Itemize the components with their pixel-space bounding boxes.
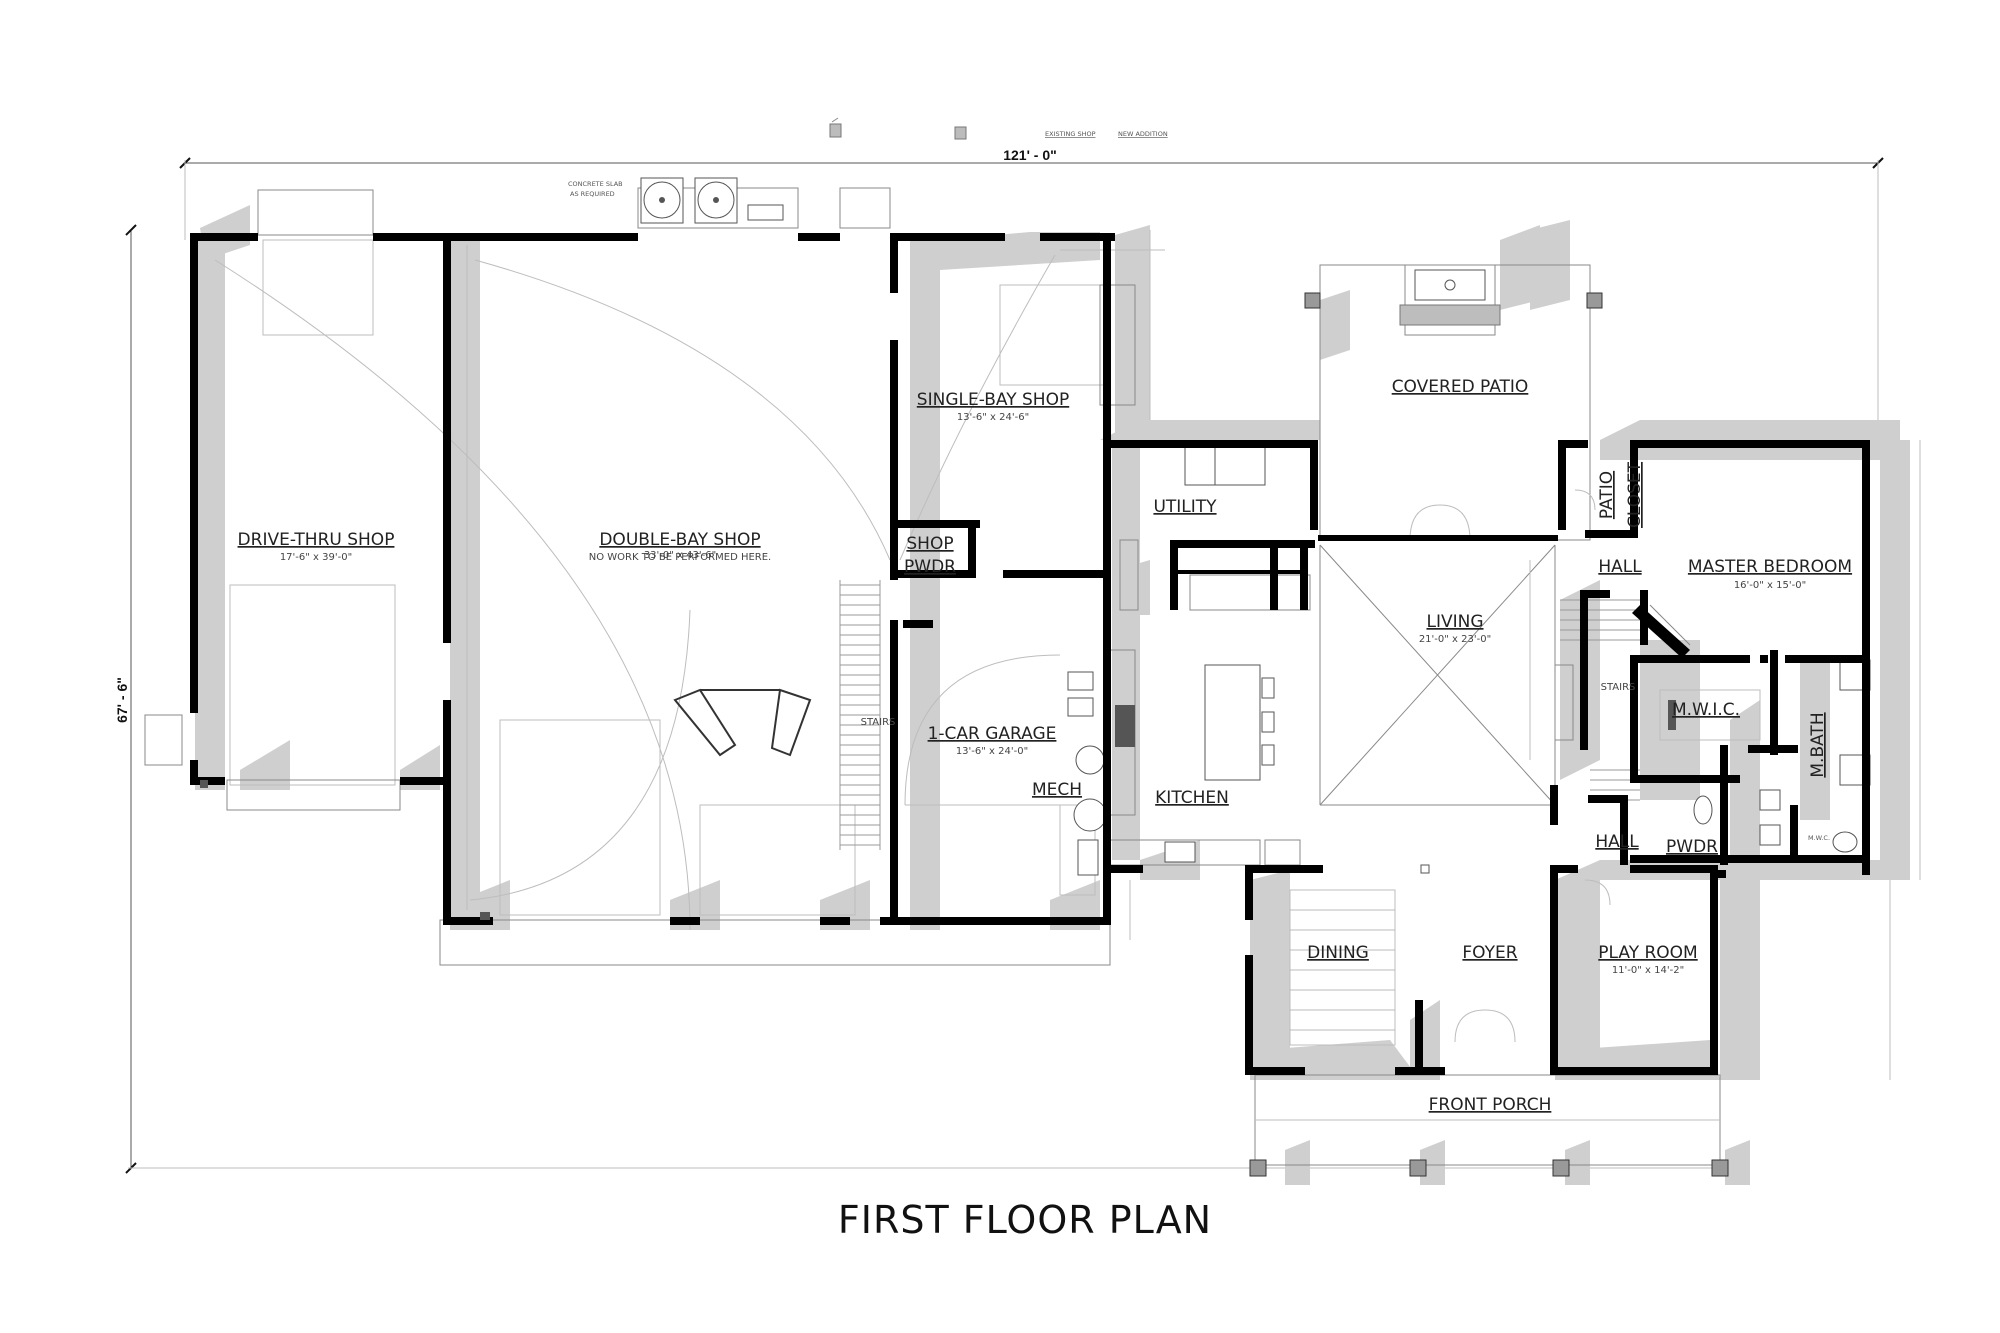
mwc-label: M.W.C. (1808, 834, 1830, 842)
patio-closet-label-2: CLOSET (1625, 461, 1645, 528)
living-label: LIVING (1426, 612, 1483, 632)
hall-upper-label: HALL (1598, 557, 1642, 577)
foyer-label: FOYER (1462, 943, 1517, 963)
no-work-note: NO WORK TO BE PERFORMED HERE. (589, 552, 771, 563)
thin-linework (144, 187, 1921, 1166)
single-bay-shop-label: SINGLE-BAY SHOP (917, 390, 1069, 410)
double-bay-shop-label: DOUBLE-BAY SHOP (599, 530, 760, 550)
room-labels: DRIVE-THRU SHOP 17'-6" x 39'-0" DOUBLE-B… (238, 377, 1853, 1115)
legend: EXISTING SHOP NEW ADDITION (829, 117, 1168, 140)
play-room-label: PLAY ROOM (1598, 943, 1697, 963)
living-size: 21'-0" x 23'-0" (1419, 634, 1491, 645)
shop-pwdr-label-1: SHOP (906, 534, 953, 554)
overall-width-dimension: 121' - 0" (179, 147, 1884, 440)
hvac-units: CONCRETE SLAB AS REQUIRED (568, 177, 784, 224)
concrete-slab-note-2: AS REQUIRED (570, 190, 615, 198)
master-bedroom-label: MASTER BEDROOM (1688, 557, 1852, 577)
covered-patio-label: COVERED PATIO (1392, 377, 1529, 397)
master-bedroom-size: 16'-0" x 15'-0" (1734, 580, 1806, 591)
utility-label: UTILITY (1153, 497, 1217, 517)
overall-width-text: 121' - 0" (1003, 147, 1057, 163)
patio-closet-label-1: PATIO (1597, 471, 1617, 519)
overall-depth-dimension: 67' - 6" (114, 224, 1720, 1174)
stairs-shop-label: STAIRS (861, 717, 896, 728)
one-car-garage-size: 13'-6" x 24'-0" (956, 746, 1028, 757)
concrete-slab-note-1: CONCRETE SLAB (568, 180, 623, 188)
drive-thru-shop-label: DRIVE-THRU SHOP (238, 530, 395, 550)
hall-lower-label: HALL (1595, 832, 1639, 852)
pwdr-label: PWDR (1666, 837, 1718, 857)
legend-existing-label: EXISTING SHOP (1045, 130, 1096, 138)
double-bay-shop-size: 33'-0" x 43'-6" (644, 550, 716, 561)
legend-existing-swatch (829, 123, 842, 138)
walls (190, 233, 1870, 1177)
mwic-label: M.W.I.C. (1672, 700, 1740, 720)
kitchen-label: KITCHEN (1155, 788, 1229, 808)
m-bath-label: M.BATH (1808, 712, 1828, 777)
drive-thru-shop-size: 17'-6" x 39'-0" (280, 552, 352, 563)
overall-depth-text: 67' - 6" (114, 677, 130, 723)
single-bay-shop-size: 13'-6" x 24'-6" (957, 412, 1029, 423)
one-car-garage-label: 1-CAR GARAGE (928, 724, 1057, 744)
front-porch-label: FRONT PORCH (1429, 1095, 1552, 1115)
legend-new-label: NEW ADDITION (1118, 130, 1168, 138)
wall-shadows (195, 205, 1910, 1185)
mech-label: MECH (1032, 780, 1082, 800)
shop-pwdr-label-2: PWDR (904, 557, 956, 577)
play-room-size: 11'-0" x 14'-2" (1612, 965, 1684, 976)
plan-title: FIRST FLOOR PLAN (838, 1198, 1212, 1242)
legend-new-swatch (954, 126, 967, 140)
dining-label: DINING (1307, 943, 1369, 963)
stairs-house-label: STAIRS (1601, 682, 1636, 693)
